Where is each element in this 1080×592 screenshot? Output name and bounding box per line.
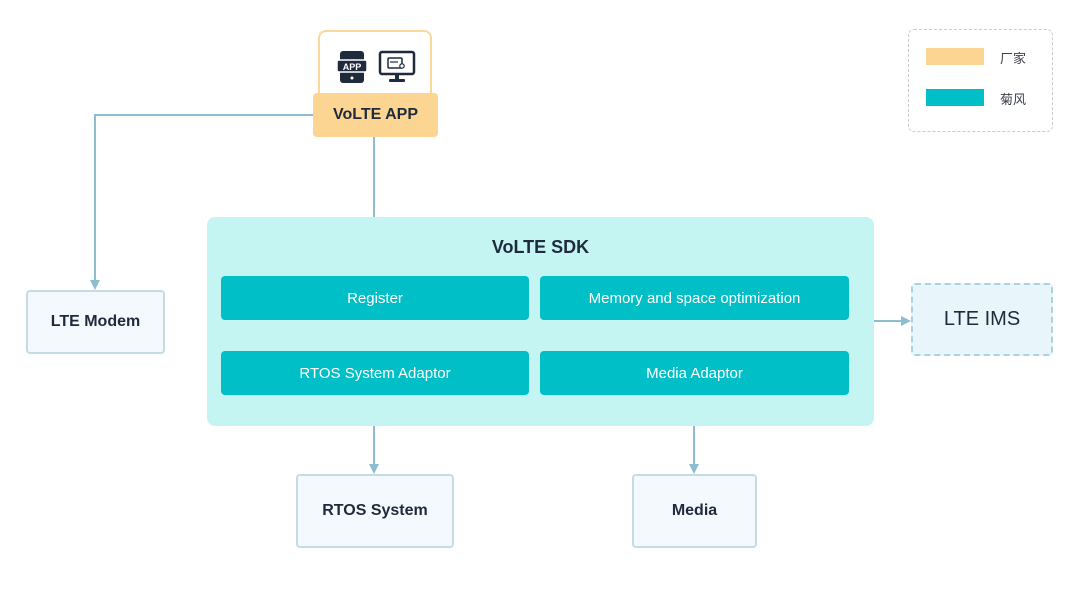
app-icon-text: APP <box>343 62 362 72</box>
legend-swatch-vendor <box>926 48 984 65</box>
memory-optimization-module: Memory and space optimization <box>540 276 849 320</box>
rtos-system-adaptor-module: RTOS System Adaptor <box>221 351 529 395</box>
arrow-app-to-lte-modem <box>90 114 313 290</box>
media-box: Media <box>632 474 757 548</box>
lte-modem-box: LTE Modem <box>26 290 165 354</box>
lte-ims-box: LTE IMS <box>911 283 1053 356</box>
register-module: Register <box>221 276 529 320</box>
desktop-monitor-icon <box>378 50 416 82</box>
legend: 厂家 菊风 <box>908 29 1053 132</box>
rtos-system-box: RTOS System <box>296 474 454 548</box>
volte-app-card: APP <box>318 30 432 105</box>
mobile-app-icon: APP <box>337 51 367 83</box>
volte-sdk-title: VoLTE SDK <box>491 236 590 257</box>
legend-swatch-juphoon <box>926 89 984 106</box>
media-adaptor-module: Media Adaptor <box>540 351 849 395</box>
legend-label-vendor: 厂家 <box>1000 52 1027 67</box>
volte-app-label: VoLTE APP <box>313 93 438 137</box>
legend-label-juphoon: 菊风 <box>1000 93 1027 108</box>
